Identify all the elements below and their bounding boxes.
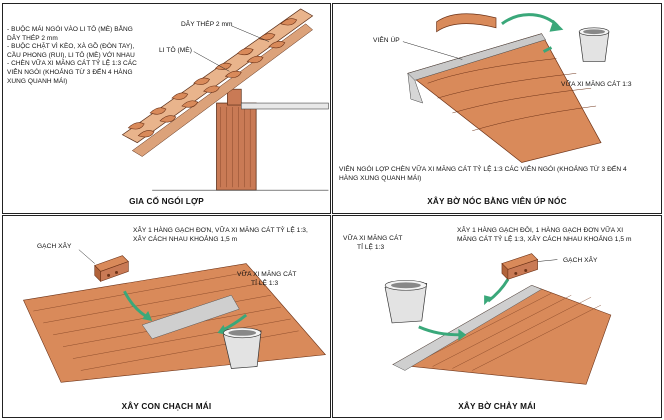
edge-mortar-label: VỮA XI MĂNG CÁT TỈ LỆ 1:3 bbox=[343, 234, 403, 252]
edge-mortar-line: TỈ LỆ 1:3 bbox=[357, 244, 385, 251]
caption-eaves-edge: XÂY BỜ CHẢY MÁI bbox=[458, 402, 536, 411]
ribs-mortar-label: VỮA XI MĂNG CÁT TỈ LỆ 1:3 bbox=[237, 270, 297, 288]
roof-note-line: XUNG QUANH MÁI) bbox=[7, 77, 68, 85]
roof-note-line: VIÊN NGÓI (KHOẢNG TỪ 3 ĐẾN 4 HÀNG bbox=[7, 68, 133, 76]
ribs-note-line: XÂY 1 HÀNG GẠCH ĐƠN, VỮA XI MĂNG CÁT TỶ … bbox=[133, 227, 308, 234]
roof-note-line: - BUỘC MÁI NGÓI VÀO LI TÔ (MÈ) BẰNG bbox=[7, 26, 133, 33]
roof-note-line: - CHÈN VỮA XI MĂNG CÁT TỶ LỆ 1:3 CÁC bbox=[7, 60, 137, 68]
roof-note-line: CẦU PHONG (RUI), LI TÔ (MÈ) VỚI NHAU bbox=[7, 51, 135, 59]
ridge-note: VIÊN NGÓI LỢP CHÈN VỮA XI MĂNG CÁT TỶ LỆ… bbox=[339, 165, 659, 183]
ridge-note-line: HÀNG XUNG QUANH MÁI) bbox=[339, 175, 422, 182]
roof-ribs-illustration bbox=[22, 249, 327, 383]
panel-ridge: VIÊN ÚP VỮA XI MĂNG CÁT 1:3 VIÊN NGÓI LỢ… bbox=[332, 3, 662, 214]
ribs-mortar-line: TỈ LỆ 1:3 bbox=[251, 280, 279, 287]
caption-roof-reinforcement: GIA CỐ NGÓI LỢP bbox=[129, 197, 204, 206]
roof-notes: - BUỘC MÁI NGÓI VÀO LI TÔ (MÈ) BẰNG DÂY … bbox=[7, 26, 147, 86]
edge-note-line: XÂY 1 HÀNG GẠCH ĐÔI, 1 HÀNG GẠCH ĐƠN VỮA… bbox=[457, 227, 624, 234]
label-brick: GẠCH XÂY bbox=[563, 257, 598, 264]
label-batten: LI TÔ (MÈ) bbox=[159, 47, 192, 54]
caption-ridge: XÂY BỜ NÓC BẰNG VIÊN ÚP NÓC bbox=[427, 197, 567, 206]
label-brick: GẠCH XÂY bbox=[37, 243, 72, 250]
roof-note-line: - BUỘC CHẶT VÌ KÈO, XÀ GỒ (ĐÒN TAY), bbox=[7, 43, 135, 51]
panel-roof-ribs: GẠCH XÂY XÂY 1 HÀNG GẠCH ĐƠN, VỮA XI MĂN… bbox=[2, 215, 331, 418]
edge-note: XÂY 1 HÀNG GẠCH ĐÔI, 1 HÀNG GẠCH ĐƠN VỮA… bbox=[457, 226, 657, 244]
label-ridge-tile: VIÊN ÚP bbox=[373, 37, 400, 44]
eaves-edge-illustration bbox=[384, 253, 612, 385]
roof-reinforcement-illustration bbox=[121, 8, 329, 191]
roof-note-line: DÂY THÉP 2 mm bbox=[7, 34, 58, 42]
edge-note-line: MĂNG CÁT TỶ LỆ 1:3, XÂY CÁCH NHAU KHOẢNG… bbox=[457, 236, 632, 243]
ribs-note-line: XÂY CÁCH NHAU KHOẢNG 1,5 m bbox=[133, 236, 238, 243]
label-wire: DÂY THÉP 2 mm bbox=[181, 21, 233, 28]
ridge-note-line: VIÊN NGÓI LỢP CHÈN VỮA XI MĂNG CÁT TỶ LỆ… bbox=[339, 166, 627, 173]
ribs-note: XÂY 1 HÀNG GẠCH ĐƠN, VỮA XI MĂNG CÁT TỶ … bbox=[133, 226, 328, 244]
ribs-mortar-line: VỮA XI MĂNG CÁT bbox=[237, 271, 297, 278]
label-ridge-mortar: VỮA XI MĂNG CÁT 1:3 bbox=[561, 81, 632, 88]
panel-eaves-edge: VỮA XI MĂNG CÁT TỈ LỆ 1:3 XÂY 1 HÀNG GẠC… bbox=[332, 215, 662, 418]
ridge-illustration bbox=[402, 13, 610, 163]
caption-roof-ribs: XÂY CON CHẠCH MÁI bbox=[121, 402, 212, 411]
panel-roof-reinforcement: - BUỘC MÁI NGÓI VÀO LI TÔ (MÈ) BẰNG DÂY … bbox=[2, 3, 331, 214]
edge-mortar-line: VỮA XI MĂNG CÁT bbox=[343, 235, 403, 242]
